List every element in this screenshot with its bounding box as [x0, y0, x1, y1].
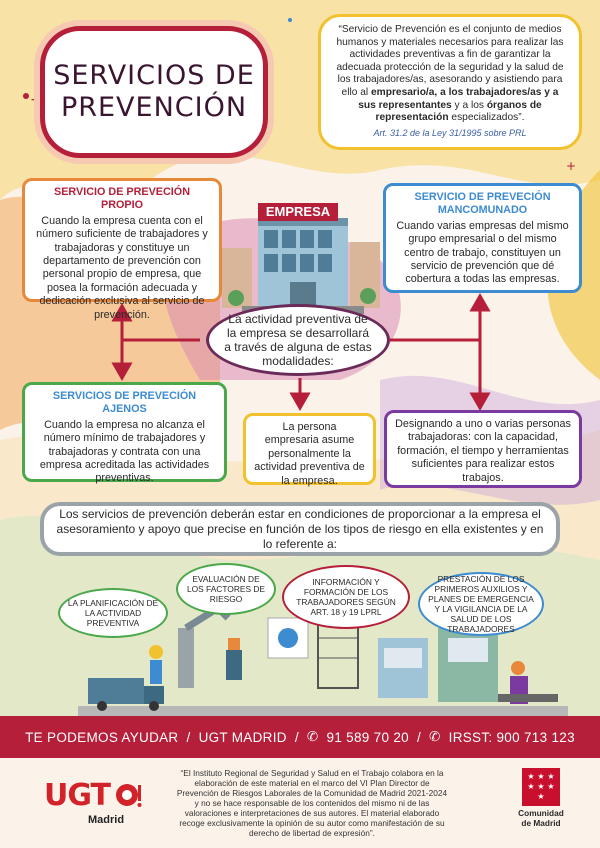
card-text: Designando a uno o varias personas traba…	[395, 418, 571, 484]
card-title: SERVICIO DE PREVECIÓN MANCOMUNADO	[414, 191, 551, 217]
quote-text-3: especializados”.	[448, 112, 525, 124]
quote-text-1: “Servicio de Prevención es el conjunto d…	[336, 24, 564, 98]
card-persona-empresaria: La persona empresaria asume personalment…	[243, 413, 376, 487]
card-title: SERVICIO DE PREVECIÓN PROPIO	[54, 186, 190, 212]
ugt-emblem-icon	[116, 784, 142, 807]
page-title: SERVICIOS DE PREVENCIÓN	[40, 26, 268, 158]
card-title: SERVICIOS DE PREVECIÓN AJENOS	[52, 390, 197, 416]
phone-link[interactable]: 91 589 70 20	[326, 729, 409, 745]
title-line-2: PREVENCIÓN	[60, 92, 248, 123]
bubble-planificacion: LA PLANIFICACIÓN DE LA ACTIVIDAD PREVENT…	[58, 588, 168, 638]
central-statement: La actividad preventiva de la empresa se…	[206, 304, 390, 376]
card-designando-trabajadores: Designando a uno o varias personas traba…	[384, 410, 582, 488]
help-label: TE PODEMOS AYUDAR	[25, 729, 179, 745]
card-servicio-mancomunado: SERVICIO DE PREVECIÓN MANCOMUNADO Cuando…	[383, 183, 582, 293]
building-sign: EMPRESA	[258, 203, 338, 221]
quote-bold-1: empresario/a, a los trabajadores/as y a …	[358, 86, 559, 111]
cm-name-line-2: de Madrid	[521, 817, 561, 828]
card-text: La persona empresaria asume personalment…	[254, 421, 365, 487]
svg-text:+: +	[566, 159, 576, 173]
cm-name-line-1: Comunidad	[518, 808, 564, 818]
separator: /	[416, 729, 422, 745]
card-servicios-ajenos: SERVICIOS DE PREVECIÓN AJENOS Cuando la …	[22, 382, 227, 484]
separator: /	[294, 729, 299, 745]
factory-illustration	[78, 598, 568, 716]
ugt-city-label: Madrid	[88, 814, 125, 826]
quote-bold-2: órganos de representación	[375, 99, 542, 124]
phone-icon: ✆	[306, 729, 319, 744]
org-label: UGT MADRID	[198, 729, 287, 745]
card-text: Cuando la empresa cuenta con el número s…	[36, 214, 208, 321]
phone-icon: ✆	[429, 729, 441, 744]
card-text: Cuando la empresa no alcanza el número m…	[39, 418, 210, 485]
svg-text:+: +	[30, 92, 42, 108]
requirements-statement: Los servicios de prevención deberán esta…	[40, 502, 560, 556]
irsst-phone-link[interactable]: IRSST: 900 713 123	[448, 729, 575, 745]
bubble-informacion: INFORMACIÓN Y FORMACIÓN DE LOS TRABAJADO…	[282, 565, 410, 629]
quote-citation: Art. 31.2 de la Ley 31/1995 sobre PRL	[373, 127, 527, 138]
contact-bar: TE PODEMOS AYUDAR / UGT MADRID / ✆ 91 58…	[0, 716, 600, 758]
quote-text-2: y a los	[451, 99, 487, 111]
stars-icon: ★★★★★★★	[522, 768, 560, 806]
disclaimer-text: “El Instituto Regional de Seguridad y Sa…	[176, 768, 448, 838]
card-text: Cuando varias empresas del mismo grupo e…	[396, 219, 569, 286]
card-servicio-propio: SERVICIO DE PREVECIÓN PROPIO Cuando la e…	[22, 178, 222, 321]
definition-quote: “Servicio de Prevención es el conjunto d…	[318, 14, 582, 150]
separator: /	[186, 729, 191, 745]
bubble-primeros-auxilios: PRESTACIÓN DE LOS PRIMEROS AUXILIOS Y PL…	[418, 572, 544, 636]
title-line-1: SERVICIOS DE	[53, 60, 255, 91]
ugt-logo: UGT Madrid	[44, 778, 154, 828]
bubble-evaluacion: EVALUACIÓN DE LOS FACTORES DE RIESGO	[176, 563, 276, 615]
comunidad-madrid-logo: ★★★★★★★ Comunidad de Madrid	[508, 768, 574, 840]
ugt-logo-text: UGT	[44, 778, 111, 813]
